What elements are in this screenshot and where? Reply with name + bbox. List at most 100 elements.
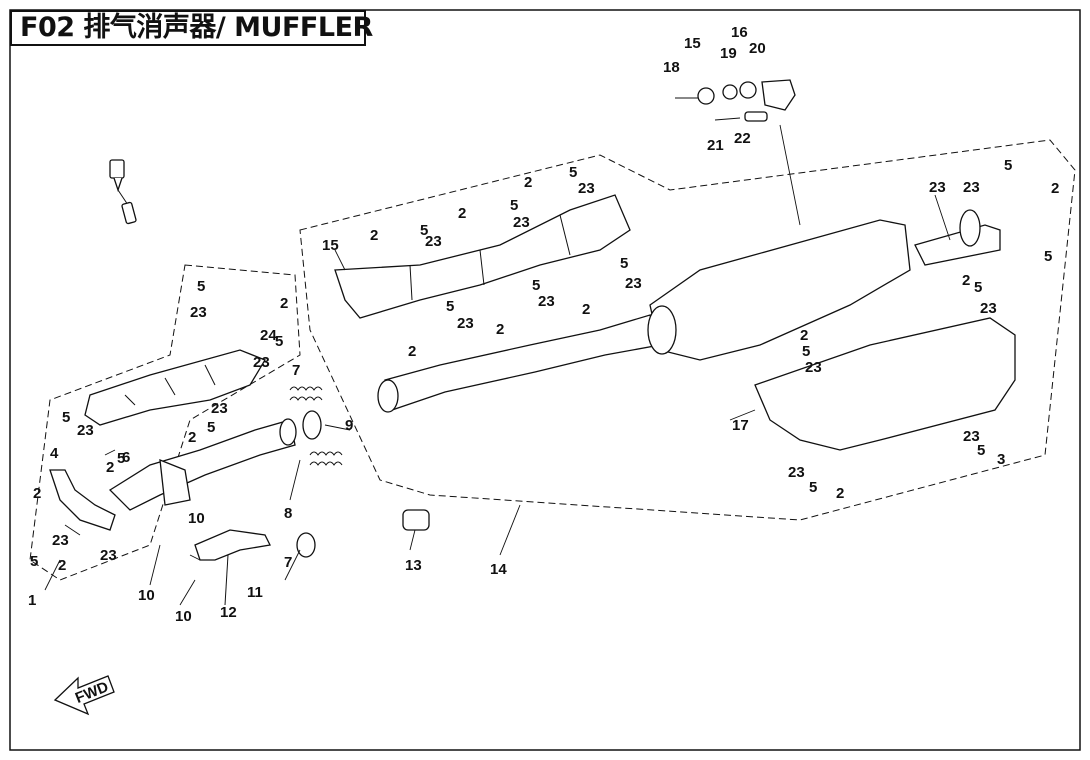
- spring-upper: [289, 386, 323, 391]
- callout-23: 23: [100, 547, 117, 564]
- callout-13: 14: [490, 561, 507, 578]
- rubber-mount: [402, 509, 430, 531]
- callout-5: 5: [197, 278, 205, 295]
- callout-2: 2: [582, 301, 590, 318]
- callout-2: 2: [458, 205, 466, 222]
- callout-7: 7: [292, 362, 300, 379]
- callout-10: 10: [175, 608, 192, 625]
- callout-15: 16: [731, 24, 748, 41]
- callout-2: 3: [997, 451, 1005, 468]
- group-outline-1: [29, 264, 301, 581]
- callout-6: 7: [284, 554, 292, 571]
- callout-23: 23: [77, 422, 94, 439]
- callout-5: 5: [1004, 157, 1012, 174]
- callout-23: 23: [425, 233, 442, 250]
- tail-pipe: [914, 224, 1001, 266]
- header-flange: [159, 458, 191, 506]
- callout-22: 23: [929, 179, 946, 196]
- fwd-arrow-icon: FWD: [53, 675, 115, 716]
- callout-8: 9: [345, 417, 353, 434]
- callout-18: 19: [720, 45, 737, 62]
- group-outline-13: [299, 139, 1076, 521]
- callout-4: 5: [62, 409, 70, 426]
- callout-5: 6: [122, 449, 130, 466]
- oxygen-sensor: [109, 159, 137, 225]
- callout-5: 5: [977, 442, 985, 459]
- callout-23: 23: [190, 304, 207, 321]
- callout-2: 2: [408, 343, 416, 360]
- callout-5: 5: [30, 553, 38, 570]
- callout-20: 21: [707, 137, 724, 154]
- callout-5: 5: [974, 279, 982, 296]
- callout-23: 23: [963, 428, 980, 445]
- o-ring-gasket: [296, 532, 316, 558]
- callout-5: 5: [620, 255, 628, 272]
- callout-11: 12: [220, 604, 237, 621]
- mid-exhaust-pipe: [384, 314, 661, 411]
- callout-12: 13: [405, 557, 422, 574]
- callout-23: 23: [211, 400, 228, 417]
- callout-23: 23: [625, 275, 642, 292]
- leader-lines: [44, 124, 951, 606]
- callout-2: 2: [524, 174, 532, 191]
- callout-9: 10: [138, 587, 155, 604]
- callout-10: 10: [188, 510, 205, 527]
- callout-7: 8: [284, 505, 292, 522]
- callout-21: 22: [734, 130, 751, 147]
- callout-23: 23: [578, 180, 595, 197]
- callout-23: 23: [513, 214, 530, 231]
- hanger-bracket-assembly: [675, 79, 796, 122]
- callout-2: 2: [33, 485, 41, 502]
- callout-19: 20: [749, 40, 766, 57]
- callout-5: 5: [532, 277, 540, 294]
- callout-5: 5: [446, 298, 454, 315]
- callout-23: 23: [963, 179, 980, 196]
- callout-2: 2: [836, 485, 844, 502]
- front-heat-shield: [84, 349, 266, 426]
- callout-23: 23: [980, 300, 997, 317]
- exhaust-gasket: [302, 410, 322, 440]
- muffler-heat-shield: [754, 317, 1016, 451]
- callout-17: 18: [663, 59, 680, 76]
- callout-5: 5: [275, 333, 283, 350]
- spring-lower: [309, 451, 343, 456]
- callout-2: 2: [188, 429, 196, 446]
- pipe-heat-shield: [334, 194, 631, 319]
- callout-2: 2: [58, 557, 66, 574]
- callout-5: 5: [420, 222, 428, 239]
- callout-5: 5: [569, 164, 577, 181]
- diagram-title: F02 排气消声器/ MUFFLER: [10, 10, 373, 46]
- callout-3: 4: [50, 445, 59, 462]
- callout-23: 23: [805, 359, 822, 376]
- callout-5: 5: [510, 197, 518, 214]
- callout-5: 5: [117, 450, 125, 467]
- muffler-canister: [649, 219, 911, 361]
- callout-23: 23: [457, 315, 474, 332]
- callout-2: 2: [962, 272, 970, 289]
- callout-2: 2: [106, 459, 114, 476]
- callout-5: 5: [809, 479, 817, 496]
- callout-16: 17: [732, 417, 749, 434]
- exhaust-header-pipe: [108, 419, 296, 511]
- callout-5: 5: [802, 343, 810, 360]
- callout-2: 2: [496, 321, 504, 338]
- callout-23: 23: [52, 532, 69, 549]
- sheet-frame: [9, 9, 1081, 751]
- callout-5: 5: [1044, 248, 1052, 265]
- callout-15: 15: [684, 35, 701, 52]
- callout-2: 2: [800, 327, 808, 344]
- callout-23: 24: [260, 327, 277, 344]
- callout-5: 5: [207, 419, 215, 436]
- mounting-bracket: [194, 529, 271, 561]
- callout-23: 23: [253, 354, 270, 371]
- callout-2: 2: [280, 295, 288, 312]
- callout-2: 2: [370, 227, 378, 244]
- callout-23: 23: [788, 464, 805, 481]
- callout-23: 23: [538, 293, 555, 310]
- lower-heat-shield: [49, 469, 116, 531]
- callout-1: 1: [28, 592, 36, 609]
- callout-10: 11: [247, 584, 263, 601]
- callout-14: 15: [322, 237, 339, 254]
- callout-labels: 1 2 2 2 2 2 2 2 2 2 2 2 2 2 2 2 3 4 5 5 …: [28, 24, 1059, 625]
